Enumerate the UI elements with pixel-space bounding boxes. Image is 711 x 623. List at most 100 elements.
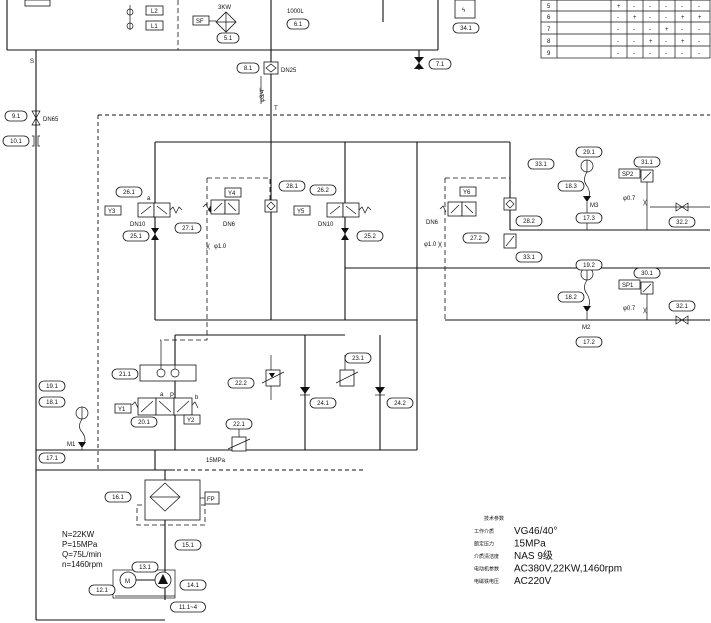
table-cell: - (698, 51, 700, 57)
svg-text:12.1: 12.1 (96, 588, 108, 594)
directional-valve-27-2 (439, 201, 477, 217)
tag-t18-1: 18.1 (38, 396, 66, 408)
table-row: 5+----- (547, 4, 700, 10)
svg-text:DN10: DN10 (318, 222, 334, 228)
table-cell: - (617, 27, 619, 33)
table-row: 7---+-- (547, 27, 700, 33)
svg-text:19.2: 19.2 (583, 263, 595, 269)
label-m3-size: φ3/4" (260, 88, 266, 102)
tag-t18-2: 18.2 (557, 291, 585, 303)
tag-t27-1: 27.1 (174, 222, 202, 234)
table-cell: - (698, 39, 700, 45)
svg-text:Y1: Y1 (118, 407, 126, 413)
table-cell: - (617, 51, 619, 57)
svg-text:24.2: 24.2 (394, 401, 406, 407)
tag-t19-2: 19.2 (575, 259, 603, 271)
label-phi10a: φ1.0 (214, 244, 227, 250)
svg-text:φ0.7: φ0.7 (623, 196, 636, 202)
tag-t23-1: 23.1 (344, 352, 372, 364)
svg-text:22.2: 22.2 (235, 381, 247, 387)
label-dn65: DN65 (43, 117, 59, 123)
tag-t22-1: 22.1 (225, 418, 253, 430)
tag-t33-1b: 33.1 (515, 251, 543, 263)
tag-t24-2: 24.2 (386, 397, 414, 409)
svg-text:)(: )( (438, 242, 442, 248)
suction-valve: DN65 (31, 110, 59, 147)
tag-t28-2: 28.2 (515, 215, 543, 227)
svg-text:22.1: 22.1 (233, 422, 245, 428)
table-cell: - (649, 27, 651, 33)
svg-text:Y3: Y3 (108, 209, 116, 215)
label-phi07a: φ0.7 (623, 196, 636, 202)
svg-text:26.2: 26.2 (317, 188, 329, 194)
svg-text:28.2: 28.2 (523, 219, 535, 225)
tag-t10-1: 10.1 (2, 135, 30, 147)
svg-text:AC380V,22KW,1460rpm: AC380V,22KW,1460rpm (514, 564, 622, 575)
label-y5: Y5 (293, 205, 311, 216)
svg-text:26.1: 26.1 (123, 190, 135, 196)
svg-text:27.2: 27.2 (470, 236, 482, 242)
heater-symbol: 3KW SF 1000L (192, 5, 304, 33)
svg-text:17.1: 17.1 (46, 456, 58, 462)
label-dn6a: DN6 (223, 222, 236, 228)
return-gate-valve: DN25 φ3/4" (260, 61, 297, 104)
svg-text:φ0.7: φ0.7 (623, 306, 636, 312)
directional-valve-26-1: a (137, 196, 183, 218)
tag-t25-1: 25.1 (122, 230, 150, 242)
table-cell: + (681, 39, 685, 45)
gauge-m1 (75, 406, 89, 450)
tag-t27-2: 27.2 (462, 232, 490, 244)
tag-t22-2: 22.2 (227, 377, 255, 389)
svg-text:15.1: 15.1 (182, 543, 194, 549)
tag-t34-1: 34.1 (452, 22, 480, 34)
svg-text:17.2: 17.2 (583, 340, 595, 346)
tag-t8-1: 8.1 (236, 62, 260, 74)
svg-text:5.1: 5.1 (224, 36, 233, 42)
directional-valve-26-2 (326, 202, 372, 218)
table-row: 8--+-+- (547, 39, 700, 45)
svg-text:20.1: 20.1 (138, 420, 150, 426)
svg-text:27.1: 27.1 (182, 226, 194, 232)
table-cell: - (633, 27, 635, 33)
label-t: T (274, 106, 278, 112)
svg-text:18.2: 18.2 (565, 295, 577, 301)
pressure-switch-sp1: )( (640, 281, 689, 325)
svg-text:23.1: 23.1 (352, 356, 364, 362)
label-sf: SF (196, 19, 204, 25)
svg-text:30.1: 30.1 (641, 271, 653, 277)
svg-text:18.1: 18.1 (46, 400, 58, 406)
label-y3: Y3 (104, 205, 122, 216)
svg-text:13.1: 13.1 (139, 565, 151, 571)
svg-text:25.1: 25.1 (130, 234, 142, 240)
tag-t20-1: 20.1 (130, 416, 158, 428)
table-cell: - (698, 4, 700, 10)
table-cell: - (665, 15, 667, 21)
svg-text:电磁铁电压: 电磁铁电压 (474, 578, 499, 585)
svg-text:33.1: 33.1 (523, 255, 535, 261)
table-cell: - (649, 4, 651, 10)
svg-text:9: 9 (547, 51, 551, 57)
pressure-switch-sp2: )( (640, 169, 710, 230)
relief-valve-23-1 (335, 355, 359, 387)
tag-t28-1: 28.1 (278, 180, 306, 192)
table-cell: - (617, 39, 619, 45)
svg-text:介质清洁度: 介质清洁度 (474, 553, 499, 560)
svg-text:M3: M3 (590, 203, 599, 209)
table-cell: - (633, 51, 635, 57)
label-y4: Y4 (224, 187, 242, 198)
relief-valve-22-2 (261, 355, 285, 400)
svg-text:工作介质: 工作介质 (474, 528, 494, 535)
svg-text:Y5: Y5 (297, 209, 305, 215)
tag-t7-1: 7.1 (428, 58, 452, 70)
tag-t17-3: 17.3 (575, 212, 603, 224)
label-dn10b: DN10 (318, 222, 334, 228)
tag-t15-1: 15.1 (174, 539, 202, 551)
table-cell: - (633, 39, 635, 45)
pump-parameters: N=22KW P=15MPa Q=75L/min n=1460rpm (62, 530, 103, 569)
tag-t18-3: 18.3 (557, 180, 585, 192)
svg-text:14.1: 14.1 (187, 583, 199, 589)
